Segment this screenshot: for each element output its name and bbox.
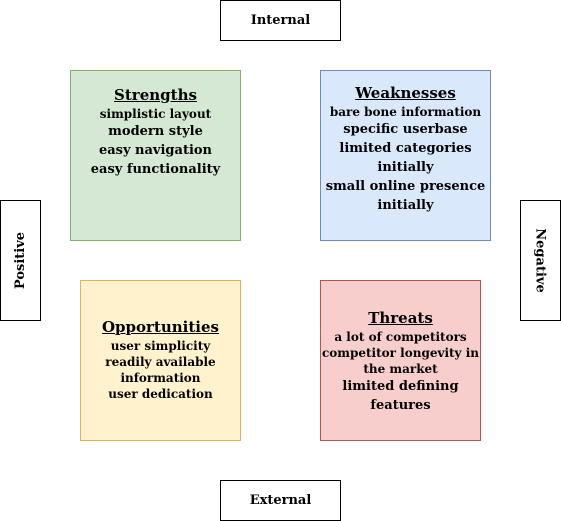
strengths-quadrant: Strengths simplistic layout modern style… (70, 70, 241, 241)
threats-quadrant: Threats a lot of competitors competitor … (320, 280, 481, 441)
strengths-item: modern style (108, 124, 203, 139)
opportunities-item: readily available (105, 355, 216, 369)
external-label-box: External (220, 480, 341, 521)
external-label: External (249, 493, 312, 508)
weaknesses-item: small online presence (325, 179, 486, 194)
threats-item: a lot of competitors (334, 330, 467, 344)
internal-label: Internal (250, 13, 311, 28)
threats-item: competitor longevity in (321, 346, 479, 360)
positive-label-box: Positive (0, 200, 41, 321)
internal-label-box: Internal (220, 0, 341, 41)
weaknesses-quadrant: Weaknesses bare bone information specifi… (320, 70, 491, 241)
strengths-title: Strengths (114, 86, 197, 104)
strengths-item: easy navigation (98, 143, 213, 158)
opportunities-item: information (120, 371, 201, 385)
negative-label: Negative (533, 228, 548, 293)
opportunities-item: user dedication (108, 387, 213, 401)
opportunities-item: user simplicity (110, 339, 211, 353)
opportunities-title: Opportunities (101, 318, 219, 336)
threats-item: the market (363, 362, 438, 376)
strengths-item: simplistic layout (99, 107, 212, 121)
weaknesses-item: initially (377, 160, 434, 175)
weaknesses-item: initially (377, 198, 434, 213)
negative-label-box: Negative (520, 200, 561, 321)
strengths-item: easy functionality (90, 162, 221, 177)
weaknesses-item: specific userbase (343, 122, 468, 137)
threats-item: features (370, 398, 431, 413)
weaknesses-title: Weaknesses (355, 84, 456, 102)
weaknesses-item: bare bone information (329, 105, 482, 119)
weaknesses-item: limited categories (339, 141, 472, 156)
threats-title: Threats (368, 309, 433, 327)
threats-item: limited defining (342, 379, 459, 394)
positive-label: Positive (13, 231, 28, 290)
opportunities-quadrant: Opportunities user simplicity readily av… (80, 280, 241, 441)
